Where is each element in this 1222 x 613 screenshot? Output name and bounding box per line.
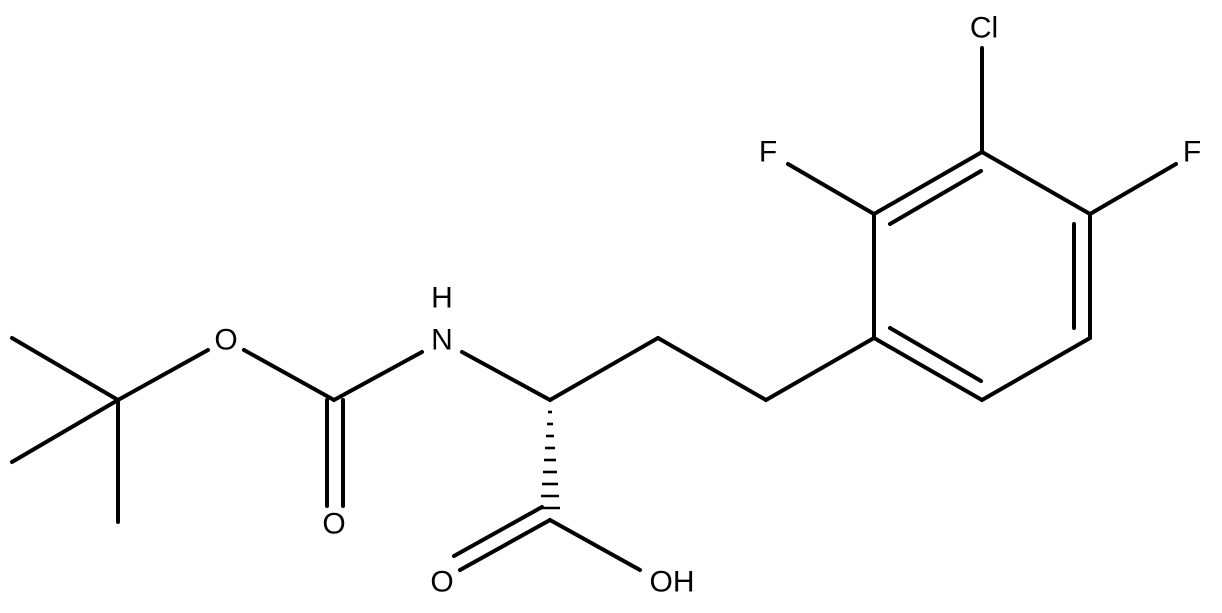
bond-carbonyl-nitrogen	[332, 350, 424, 402]
ring-substituents	[786, 46, 1178, 216]
atom-label-acid-carbonyl-oxygen: O	[430, 566, 453, 599]
bond-oxygen-carbonyl-carbon	[242, 348, 336, 402]
backbone	[460, 336, 876, 402]
ring-bond-c6-c1	[872, 336, 984, 402]
boc-carbamate	[242, 348, 424, 508]
hashed-wedge-bond	[540, 410, 560, 510]
ring-bond-c2-c3	[872, 150, 984, 216]
atom-label-ether-oxygen: O	[214, 324, 237, 357]
ring-bond-c6-c1-inner	[888, 326, 983, 383]
atom-label-amine-hydrogen: H	[431, 282, 453, 315]
atom-label-amine-nitrogen: N	[431, 324, 453, 357]
bond-tbu-oxygen	[116, 348, 210, 402]
aromatic-ring	[872, 150, 1092, 402]
atom-label-hydroxyl: OH	[650, 566, 695, 599]
bond-gamma-ring	[764, 336, 876, 402]
atom-label-fluorine-left: F	[759, 136, 777, 169]
bond-alpha-beta	[548, 336, 660, 402]
atom-label-carbonyl-oxygen: O	[322, 508, 345, 541]
carboxylic-acid	[452, 505, 642, 572]
tert-butyl-group	[10, 336, 210, 524]
bond-acid-c-o-double-2	[452, 505, 544, 558]
atom-label-chlorine: Cl	[970, 12, 998, 45]
bond-ring-fluorine-right	[1088, 162, 1178, 216]
bond-beta-gamma	[656, 336, 768, 402]
ring-bond-c3-c4	[980, 150, 1092, 216]
bond-ring-fluorine-left	[786, 162, 876, 216]
bond-acid-c-oh	[548, 518, 642, 572]
ring-bond-c2-c3-inner	[888, 169, 983, 226]
bond-methyl-top	[10, 336, 120, 402]
bond-nitrogen-alpha-carbon	[460, 350, 552, 402]
bond-acid-c-o-double-1	[458, 518, 552, 572]
atom-label-fluorine-right: F	[1183, 136, 1201, 169]
ring-bond-c5-c6	[980, 336, 1092, 402]
bond-methyl-left	[10, 398, 120, 464]
